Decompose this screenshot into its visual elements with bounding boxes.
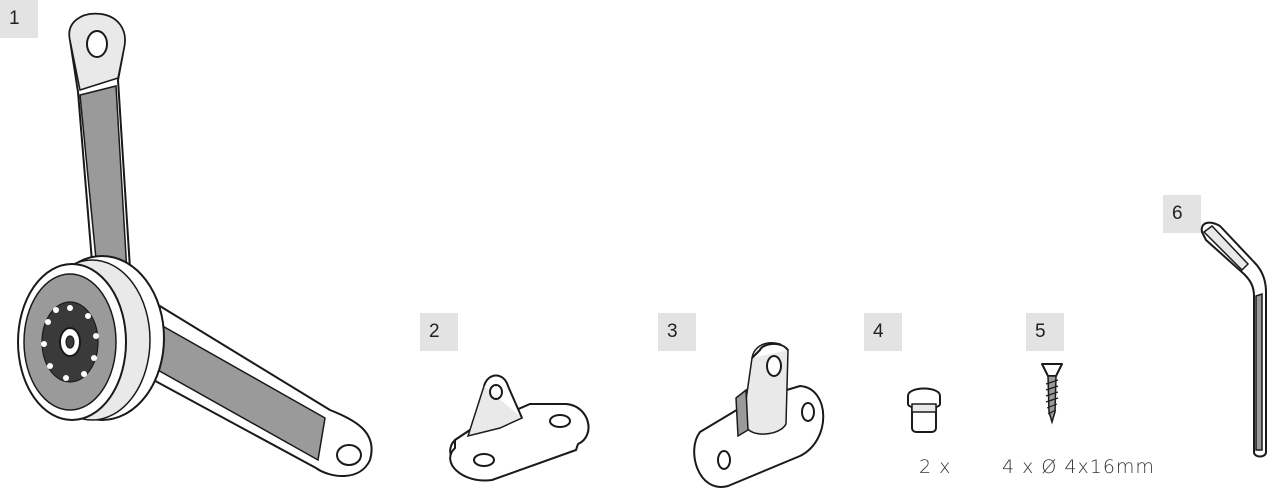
pivot-plate-illustration <box>694 343 823 487</box>
screw-illustration <box>1042 364 1062 422</box>
lever-arm-illustration <box>18 14 372 476</box>
mounting-bracket-illustration <box>450 376 588 481</box>
cap-illustration <box>908 389 940 433</box>
allen-key-illustration <box>1202 223 1266 457</box>
